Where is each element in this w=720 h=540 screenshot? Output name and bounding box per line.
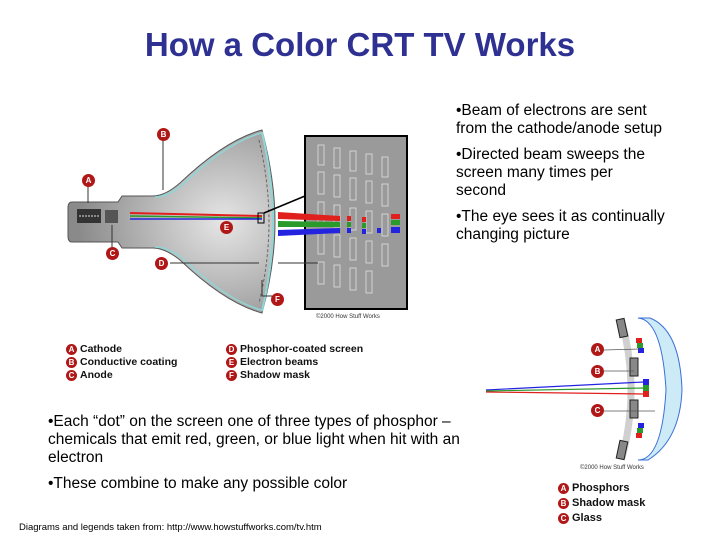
marker-b: B — [157, 128, 170, 141]
right-bullet-list: •Beam of electrons are sent from the cat… — [456, 102, 666, 252]
marker-a: A — [82, 174, 95, 187]
bullet-item: •These combine to make any possible colo… — [48, 475, 348, 492]
copyright-diagram2: ©2000 How Stuff Works — [580, 465, 644, 471]
legend-badge: A — [66, 344, 77, 355]
legend-badge: C — [558, 513, 569, 524]
marker2-c: C — [591, 404, 604, 417]
marker-e: E — [220, 221, 233, 234]
legend-badge: B — [66, 357, 77, 368]
legend-label: Anode — [80, 369, 113, 381]
anode-block — [105, 210, 118, 223]
mask-arc — [618, 321, 635, 459]
legend-badge: A — [558, 483, 569, 494]
legend-label: Conductive coating — [80, 356, 178, 368]
bullet-item: •The eye sees it as continually changing… — [456, 208, 665, 243]
legend-label: Phosphor-coated screen — [240, 343, 364, 355]
copyright-diagram1: ©2000 How Stuff Works — [316, 314, 380, 320]
phosphor-screen — [261, 131, 275, 312]
legend-badge: E — [226, 357, 237, 368]
glass-panel — [637, 317, 683, 461]
slide-title: How a Color CRT TV Works — [144, 26, 576, 63]
bullet-item: •Beam of electrons are sent from the cat… — [456, 102, 662, 137]
legend-label: Shadow mask — [572, 497, 646, 509]
legend-badge: C — [66, 370, 77, 381]
legend-label: Phosphors — [572, 482, 630, 494]
marker-f: F — [271, 293, 284, 306]
bullet-item: •Each “dot” on the screen one of three t… — [48, 413, 460, 466]
marker-d: D — [155, 257, 168, 270]
marker2-b: B — [591, 365, 604, 378]
source-footer: Diagrams and legends taken from: http://… — [19, 522, 322, 533]
legend-badge: B — [558, 498, 569, 509]
legend-badge: F — [226, 370, 237, 381]
legend-label: Cathode — [80, 343, 122, 355]
bullet-item: •Directed beam sweeps the screen many ti… — [456, 146, 645, 199]
legend-badge: D — [226, 344, 237, 355]
conductive-coating — [154, 132, 262, 198]
conductive-coating-lower — [154, 246, 262, 311]
marker-c: C — [106, 247, 119, 260]
legend-label: Electron beams — [240, 356, 319, 368]
marker2-a: A — [591, 343, 604, 356]
bottom-bullet-list: •Each “dot” on the screen one of three t… — [48, 413, 468, 501]
legend-label: Shadow mask — [240, 369, 311, 381]
legend-label: Glass — [572, 512, 602, 524]
